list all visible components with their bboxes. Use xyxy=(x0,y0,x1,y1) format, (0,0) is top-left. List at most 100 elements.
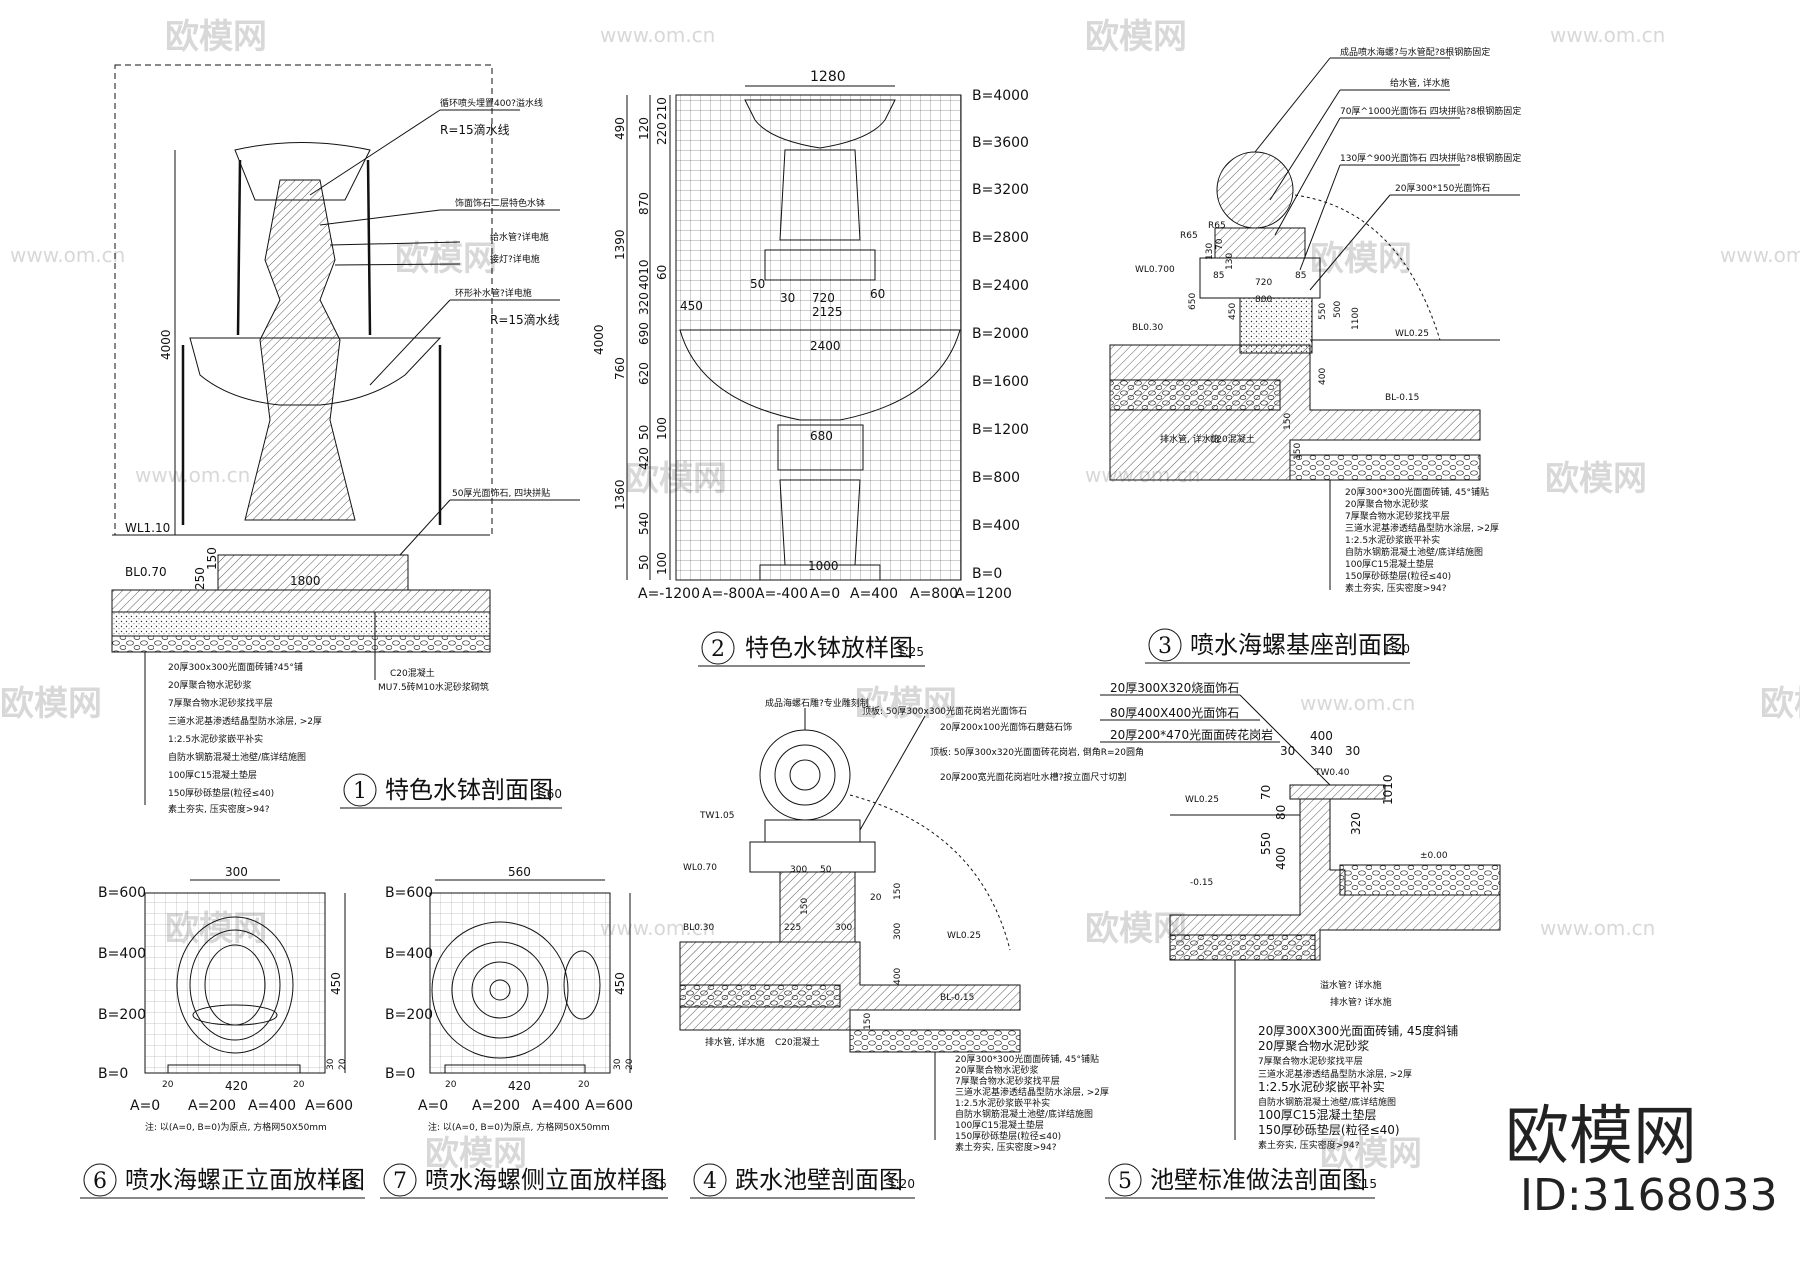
d5-dim: 1010 xyxy=(1381,774,1395,805)
d1-scale: 1:60 xyxy=(535,787,562,801)
d1-layer: 20厚300x300光面面砖铺?45°铺 xyxy=(168,661,303,673)
d4-layer: 100厚C15混凝土垫层 xyxy=(955,1119,1044,1131)
d2-b: B=2400 xyxy=(972,278,1029,294)
d5-dim: 320 xyxy=(1349,812,1363,835)
d4-layer: 三道水泥基渗透结晶型防水涂层, >2厚 xyxy=(955,1086,1109,1098)
d2-a: A=-1200 xyxy=(638,586,700,602)
d4-step xyxy=(779,871,856,943)
d5-callouts: 20厚300X320烧面饰石 80厚400X400光面饰石 20厚200*470… xyxy=(1100,681,1448,1008)
d3-water-jet xyxy=(1294,194,1441,341)
d3-label: BL-0.15 xyxy=(1385,393,1419,403)
d3-dim: 85 xyxy=(1295,271,1306,281)
d4-layer: 素土夯实, 压实密度>94? xyxy=(955,1141,1057,1153)
d2-number: 2 xyxy=(711,637,725,662)
d1-dim-base: 1800 xyxy=(290,574,321,588)
d6-dim: 30 xyxy=(326,1058,336,1070)
d2-inner-dim: 2125 xyxy=(812,305,843,319)
drawing-3: 成品喷水海螺?与水管配?8根钢筋固定 给水管, 详水施 70厚^1000光面饰石… xyxy=(1109,46,1521,664)
d4-label: BL-0.15 xyxy=(940,993,974,1003)
d4-layer-list: 20厚300*300光面面砖铺, 45°铺贴 20厚聚合物水泥砂浆 7厚聚合物水… xyxy=(934,1052,1109,1153)
d5-layer: 自防水钢筋混凝土池壁/底详结施图 xyxy=(1258,1096,1396,1108)
d2-inner-dim: 450 xyxy=(680,299,703,313)
d4-gravel-lower xyxy=(849,1029,1021,1053)
d5-label: TW0.40 xyxy=(1314,768,1350,778)
d2-top-dim: 1280 xyxy=(810,69,846,85)
d1-base xyxy=(217,554,409,591)
d7-grid xyxy=(429,892,611,1074)
d3-dim: 150 xyxy=(1293,443,1303,460)
d3-layer: 7厚聚合物水泥砂浆找平层 xyxy=(1345,510,1450,522)
watermark-url: www.om.cn xyxy=(1550,23,1665,47)
d6-a: A=0 xyxy=(130,1098,160,1114)
d4-label: 20厚200宽光面花岗岩吐水槽?按立面尺寸切割 xyxy=(940,771,1126,783)
d3-dim: 130 xyxy=(1205,243,1215,260)
watermark: 欧模网 xyxy=(395,239,497,279)
d1-column xyxy=(244,179,356,521)
watermark: 欧模网 xyxy=(1545,459,1647,499)
d2-scale: 1:25 xyxy=(897,645,924,659)
d1-dim: 150 xyxy=(205,547,219,570)
d4-dim: 300 xyxy=(835,923,852,933)
d5-layer: 1:2.5水泥砂浆嵌平补实 xyxy=(1258,1079,1385,1094)
d6-grid xyxy=(144,892,326,1074)
d2-lower-capital xyxy=(777,424,864,471)
d2-b: B=2800 xyxy=(972,230,1029,246)
d1-layer-list: 20厚300x300光面面砖铺?45°铺 20厚聚合物水泥砂浆 7厚聚合物水泥砂… xyxy=(144,652,322,815)
d6-dim: 20 xyxy=(338,1058,348,1070)
d4-water-jet xyxy=(849,794,1011,951)
d2-grid xyxy=(675,94,962,581)
d7-dim: 20 xyxy=(625,1058,635,1070)
d2-dim: 620 xyxy=(637,362,651,385)
watermark: 欧模网 xyxy=(855,684,957,724)
d4-callouts: 成品海螺石雕?专业雕刻制 顶板: 50厚300x300光面花岗岩光面饰石 20厚… xyxy=(683,697,1144,1048)
d1-dim: 250 xyxy=(193,567,207,590)
d2-b: B=3200 xyxy=(972,182,1029,198)
d2-dim: 760 xyxy=(613,357,627,380)
d3-dim: 1100 xyxy=(1351,307,1361,330)
d6-a: A=400 xyxy=(248,1098,296,1114)
watermark-url: www.om.cn xyxy=(1720,243,1800,267)
d1-label: R=15滴水线 xyxy=(490,312,560,327)
d3-dim: 550 xyxy=(1318,303,1328,320)
d6-dim-height: 450 xyxy=(329,972,343,995)
d5-dim: 400 xyxy=(1310,729,1333,743)
d5-label: 80厚400X400光面饰石 xyxy=(1110,706,1239,720)
d7-base xyxy=(444,1064,586,1074)
d3-dim: 450 xyxy=(1228,303,1238,320)
d2-b: B=2000 xyxy=(972,326,1029,342)
d7-dim: 30 xyxy=(613,1058,623,1070)
d1-layer: 三道水泥基渗透结晶型防水涂层, >2厚 xyxy=(168,715,322,727)
d1-label: 50厚光面饰石, 四块拼贴 xyxy=(452,487,550,499)
d2-figures xyxy=(779,149,861,241)
d2-inner-dim: 50 xyxy=(750,277,765,291)
d4-layer: 150厚砂砾垫层(粒径≤40) xyxy=(955,1130,1061,1142)
d3-dim: 800 xyxy=(1255,295,1272,305)
d3-label: 130厚^900光面饰石 四块拼贴?8根钢筋固定 xyxy=(1340,152,1521,164)
d5-dim: 340 xyxy=(1310,744,1333,758)
d3-dim: 400 xyxy=(1318,368,1328,385)
d5-scale: 1:15 xyxy=(1350,1177,1377,1191)
d1-layer: 100厚C15混凝土垫层 xyxy=(168,769,257,781)
d4-number-circle xyxy=(693,1163,727,1197)
d5-layer: 100厚C15混凝土垫层 xyxy=(1258,1107,1377,1122)
drawing-5: 20厚300X320烧面饰石 80厚400X400光面饰石 20厚200*470… xyxy=(1100,681,1501,1199)
d2-dim: 50 xyxy=(637,425,651,440)
d7-b: B=600 xyxy=(385,885,433,901)
d1-wl: WL1.10 xyxy=(125,521,170,535)
d2-dim: 4000 xyxy=(592,324,606,355)
d3-layer: 1:2.5水泥砂浆嵌平补实 xyxy=(1345,534,1440,546)
d3-dim: 720 xyxy=(1255,278,1272,288)
d7-dim: 20 xyxy=(445,1080,457,1090)
d1-layer: 1:2.5水泥砂浆嵌平补实 xyxy=(168,733,263,745)
d7-a: A=200 xyxy=(472,1098,520,1114)
d3-dim: R65 xyxy=(1180,231,1198,241)
d5-label: 排水管? 详水施 xyxy=(1330,996,1392,1008)
d2-b: B=800 xyxy=(972,470,1020,486)
d2-a: A=400 xyxy=(850,586,898,602)
d1-layer: 20厚聚合物水泥砂浆 xyxy=(168,679,251,691)
d3-title: 喷水海螺基座剖面图 xyxy=(1190,631,1406,659)
d4-dim: 225 xyxy=(784,923,801,933)
d6-b-labels: B=600 B=400 B=200 B=0 xyxy=(98,885,146,1082)
watermark-url: www.om.cn xyxy=(600,916,715,940)
d7-dim: 20 xyxy=(578,1080,590,1090)
